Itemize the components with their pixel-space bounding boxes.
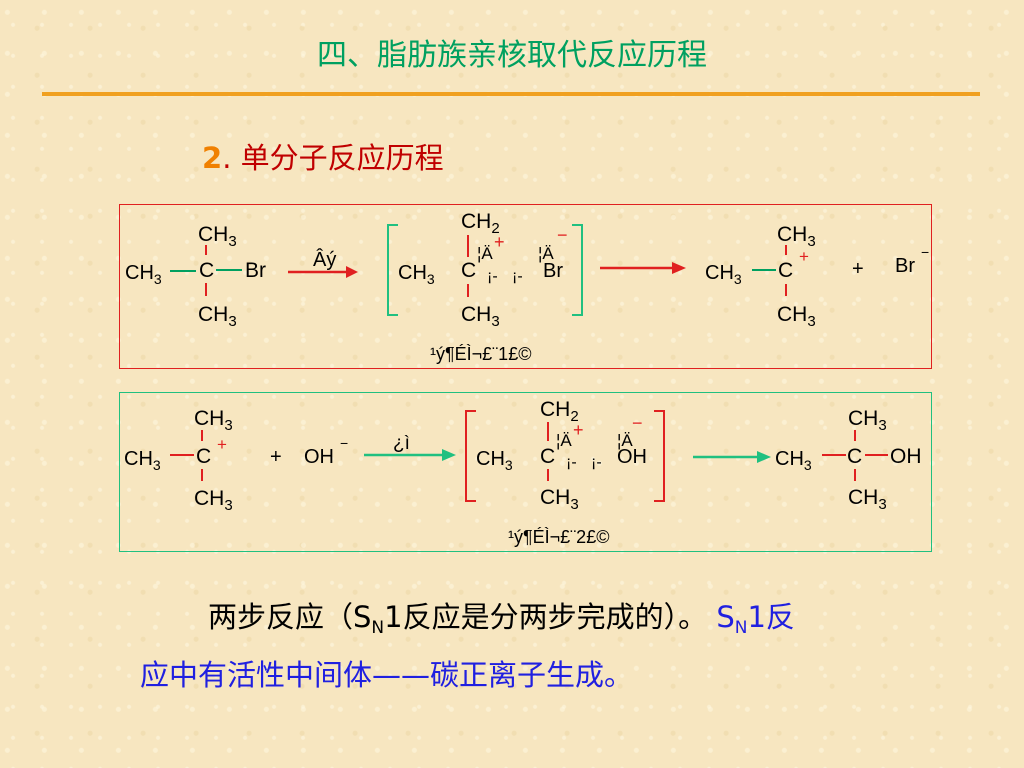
cation2-plus: + [217, 435, 227, 454]
step1-reaction-box: CH3 CH3 C Br CH3 Âý CH2 CH3 C ¦Ä + ¦Ä − … [119, 204, 932, 369]
bracket-left [387, 224, 398, 316]
ts2-center-c: C [540, 445, 555, 468]
plus-sign: + [852, 258, 864, 280]
ts1-bottom-ch3: CH3 [461, 303, 500, 330]
arrow-head [757, 451, 771, 463]
cation2-bottom-ch3: CH3 [194, 487, 233, 514]
cation-left-ch3: CH3 [705, 262, 742, 287]
cation2-center-c: C [196, 445, 211, 468]
arrow-head [346, 266, 358, 278]
ts2-partial-charge-b: ¦Ä [617, 431, 633, 450]
alcohol-top-ch3: CH3 [848, 407, 887, 434]
cation2-left-ch3: CH3 [124, 448, 161, 473]
ts1-dash-c: ¡- [487, 268, 498, 285]
plus-sign: + [270, 446, 282, 468]
alcohol-bottom-ch3: CH3 [848, 486, 887, 513]
slide-title: 四、脂肪族亲核取代反应历程 [317, 38, 707, 73]
cation-plus: + [799, 247, 809, 266]
alcohol-oh: OH [890, 445, 922, 468]
ts2-minus: − [632, 413, 643, 433]
step2-reaction-box: CH3 CH3 C + CH3 + OH − ¿ì CH2 CH3 C ¦Ä +… [119, 392, 932, 552]
cation2-top-ch3: CH3 [194, 407, 233, 434]
section-subtitle: 2. 单分子反应历程 [202, 135, 444, 177]
ts1-left-ch3: CH3 [398, 262, 435, 287]
subtitle-number: 2 [202, 141, 223, 175]
bromide-charge: − [921, 244, 929, 260]
ts1-leaving-br: Br [543, 260, 563, 282]
ts1-center-c: C [461, 259, 476, 282]
bracket-left [465, 410, 476, 502]
ts2-bottom-ch3: CH3 [540, 486, 579, 513]
cation-center-c: C [778, 259, 793, 282]
title-divider [42, 92, 980, 96]
arrow-label-fast: ¿ì [393, 433, 410, 454]
ts1-dash-d: ¡- [512, 268, 523, 285]
subtitle-text: . 单分子反应历程 [222, 141, 444, 175]
ts1-top-ch2: CH2 [461, 210, 500, 237]
ts2-caption: ¹ý¶ÉÌ¬£¨2£© [508, 527, 609, 547]
explanation-line-1: 两步反应（SN1反应是分两步完成的）。 SN1反 [208, 600, 795, 638]
reactant-left-ch3: CH3 [125, 262, 162, 287]
arrow-head [672, 262, 686, 274]
ts1-caption: ¹ý¶ÉÌ¬£¨1£© [430, 344, 531, 364]
reactant-center-c: C [199, 259, 214, 282]
reactant-bottom-ch3: CH3 [198, 303, 237, 330]
ts2-partial-charge-a: ¦Ä [556, 431, 572, 450]
ts2-incoming-oh: OH [617, 446, 647, 468]
ts2-dash-c: ¡- [566, 454, 577, 471]
step1-reaction-scheme: CH3 CH3 C Br CH3 Âý CH2 CH3 C ¦Ä + ¦Ä − … [125, 210, 929, 364]
ts1-partial-charge-b: ¦Ä [538, 244, 554, 263]
ts2-plus: + [573, 420, 584, 440]
bracket-right [572, 224, 583, 316]
ts2-top-ch2: CH2 [540, 398, 579, 425]
hydroxide-ion: OH [304, 446, 334, 468]
bromide-ion: Br [895, 255, 915, 277]
ts1-plus: + [494, 232, 505, 252]
cation-bottom-ch3: CH3 [777, 303, 816, 330]
sn1-highlight: SN1反 [716, 600, 795, 638]
explanation-line-2: 应中有活性中间体——碳正离子生成。 [140, 658, 634, 692]
step2-reaction-scheme: CH3 CH3 C + CH3 + OH − ¿ì CH2 CH3 C ¦Ä +… [124, 398, 922, 547]
alcohol-center-c: C [847, 445, 862, 468]
bracket-right [654, 410, 665, 502]
arrow-label-slow: Âý [313, 248, 336, 271]
ts1-partial-charge-a: ¦Ä [477, 244, 493, 263]
hydroxide-charge: − [340, 435, 348, 451]
ts1-minus: − [557, 225, 568, 245]
reactant-top-ch3: CH3 [198, 223, 237, 250]
alcohol-left-ch3: CH3 [775, 448, 812, 473]
ts2-dash-d: ¡- [591, 454, 602, 471]
ts2-left-ch3: CH3 [476, 448, 513, 473]
arrow-head [442, 449, 456, 461]
cation-top-ch3: CH3 [777, 223, 816, 250]
reactant-br: Br [245, 259, 266, 282]
